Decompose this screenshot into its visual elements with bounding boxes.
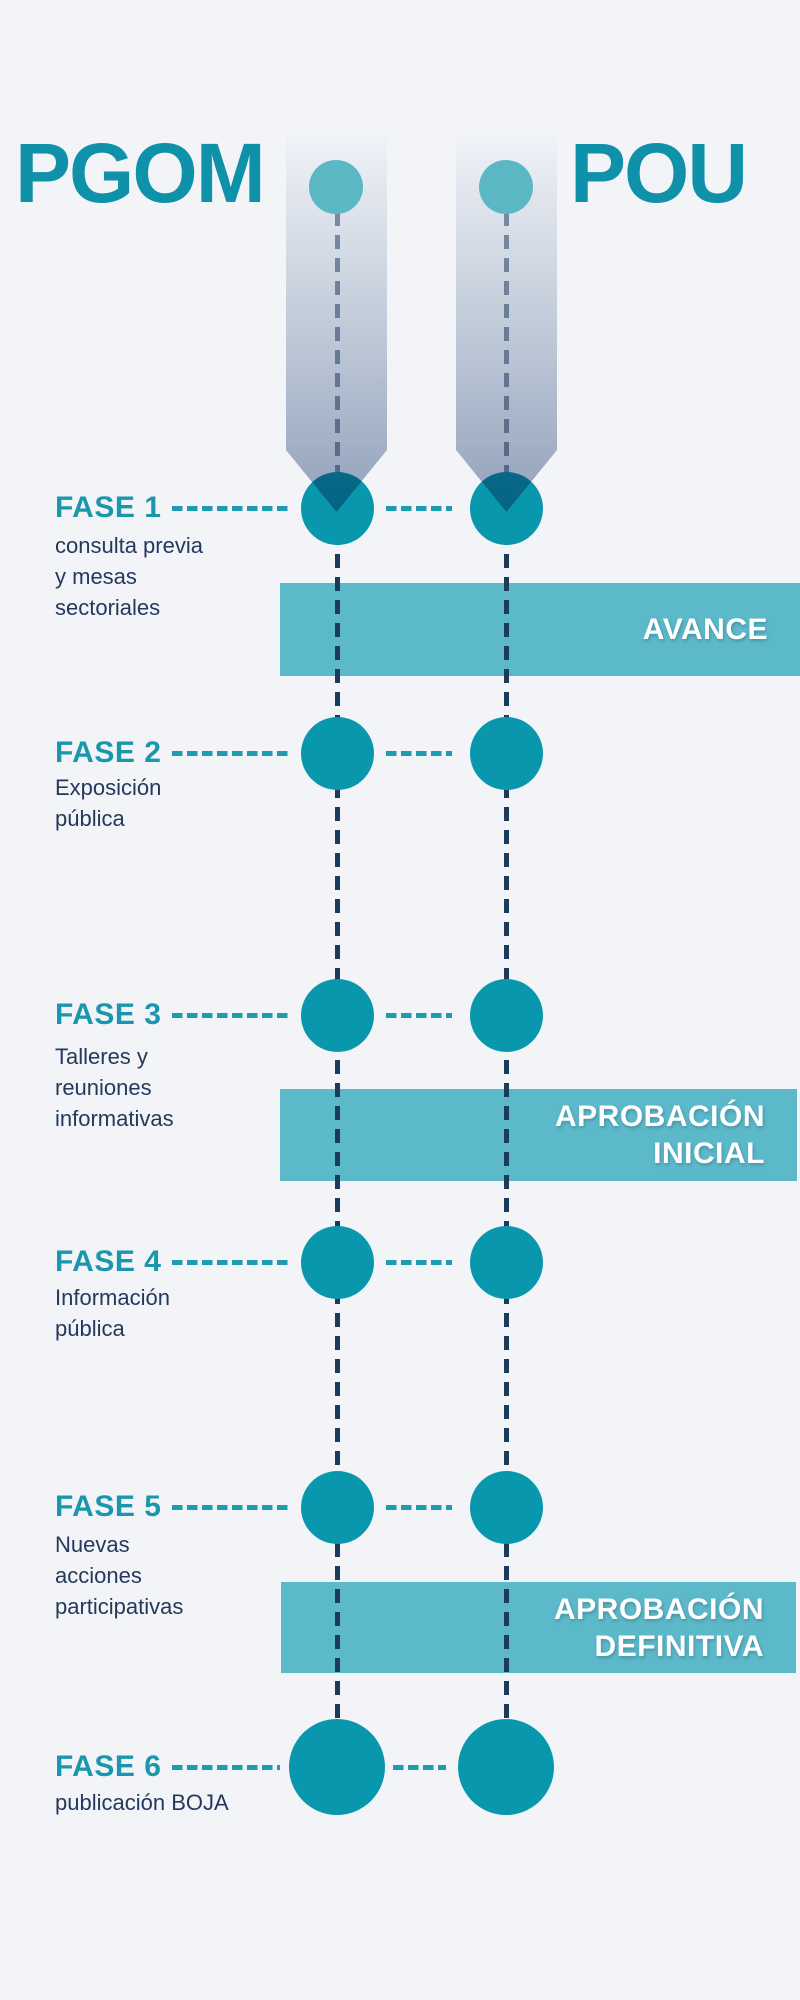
milestone-aprobacion-inicial-band: APROBACIÓN INICIAL <box>280 1089 797 1181</box>
phase-4-description: Información pública <box>55 1282 170 1344</box>
phase-1-description: consulta previa y mesas sectoriales <box>55 530 203 623</box>
phase-4-desc-line2: pública <box>55 1316 125 1341</box>
phase-2-label: FASE 2 <box>55 736 162 769</box>
phase-1-desc-line1: consulta previa <box>55 533 203 558</box>
phase-4-label-dashes <box>172 1259 292 1265</box>
phase-6-label-dashes <box>172 1764 280 1770</box>
phase-5-pou-node <box>469 1470 543 1544</box>
phase-4-pgom-node <box>300 1225 374 1299</box>
phase-6-description: publicación BOJA <box>55 1787 229 1818</box>
milestone-definitiva-line2: DEFINITIVA <box>594 1629 764 1663</box>
phase-5-label: FASE 5 <box>55 1490 162 1523</box>
phase-6-connector-dashes <box>393 1764 446 1770</box>
phase-6-desc-line1: publicación BOJA <box>55 1790 229 1815</box>
pou-title: POU <box>570 126 748 220</box>
pgom-track-dashed-line <box>334 508 340 1767</box>
phase-5-desc-line1: Nuevas <box>55 1532 130 1557</box>
phase-5-description: Nuevas acciones participativas <box>55 1529 183 1622</box>
phase-1-label-dashes <box>172 505 292 511</box>
milestone-inicial-line2: INICIAL <box>653 1137 765 1170</box>
milestone-inicial-line1: APROBACIÓN <box>554 1100 765 1133</box>
phase-4-pou-node <box>469 1225 543 1299</box>
phase-6-pgom-node <box>289 1719 385 1815</box>
phase-5-desc-line2: acciones <box>55 1563 142 1588</box>
pgom-title: PGOM <box>15 126 266 220</box>
phase-1-desc-line2: y mesas <box>55 564 137 589</box>
phase-4-connector-dashes <box>386 1259 452 1265</box>
milestone-avance-band: AVANCE <box>280 583 800 676</box>
phase-3-description: Talleres y reuniones informativas <box>55 1041 174 1134</box>
phase-4-label: FASE 4 <box>55 1245 162 1278</box>
phase-2-pgom-node <box>300 716 374 790</box>
phase-2-desc-line2: pública <box>55 806 125 831</box>
phase-3-label: FASE 3 <box>55 998 162 1031</box>
phase-5-connector-dashes <box>386 1504 452 1510</box>
phase-2-desc-line1: Exposición <box>55 775 162 800</box>
phase-6-label: FASE 6 <box>55 1750 162 1783</box>
phase-2-pou-node <box>469 716 543 790</box>
phase-4-desc-line1: Información <box>55 1285 170 1310</box>
phase-1-label: FASE 1 <box>55 491 162 524</box>
phase-5-pgom-node <box>300 1470 374 1544</box>
phase-5-desc-line3: participativas <box>55 1594 184 1619</box>
phase-2-label-dashes <box>172 750 292 756</box>
phase-3-pgom-node <box>300 978 374 1052</box>
phase-3-desc-line2: reuniones <box>55 1075 152 1100</box>
phase-5-label-dashes <box>172 1504 292 1510</box>
pou-start-node <box>479 160 533 214</box>
phase-3-pou-node <box>469 978 543 1052</box>
phase-2-connector-dashes <box>386 750 452 756</box>
milestone-avance-line1: AVANCE <box>642 613 768 646</box>
phase-1-connector-dashes <box>386 505 452 511</box>
phase-3-connector-dashes <box>386 1012 452 1018</box>
phase-6-pou-node <box>458 1719 554 1815</box>
pgom-start-node <box>309 160 363 214</box>
phase-2-description: Exposición pública <box>55 772 161 834</box>
milestone-definitiva-line1: APROBACIÓN <box>553 1592 764 1626</box>
phase-3-desc-line3: informativas <box>55 1106 174 1131</box>
phase-3-desc-line1: Talleres y <box>55 1044 148 1069</box>
pou-track-dashed-line <box>503 508 509 1767</box>
phase-1-desc-line3: sectoriales <box>55 595 161 620</box>
phase-3-label-dashes <box>172 1012 292 1018</box>
